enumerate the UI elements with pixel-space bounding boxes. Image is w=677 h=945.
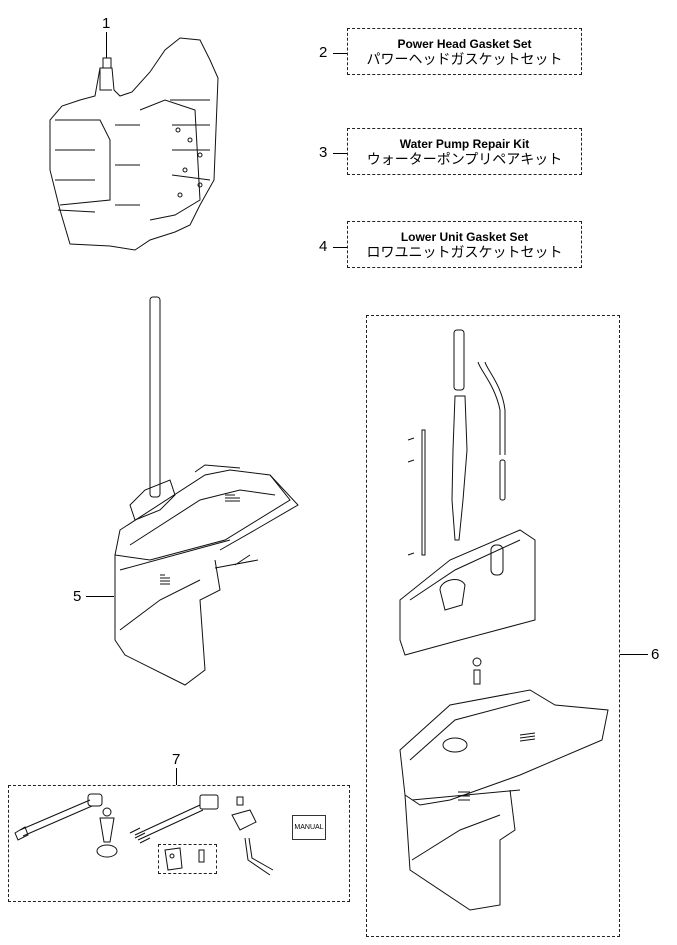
leader-line-5 xyxy=(86,596,114,597)
leader-line-2 xyxy=(333,53,347,54)
kit-power-head-gasket-set: Power Head Gasket Set パワーヘッドガスケットセット xyxy=(347,28,582,75)
accessory-kit-box xyxy=(8,785,350,902)
leader-line-1 xyxy=(106,32,107,58)
leader-line-4 xyxy=(333,247,347,248)
lower-unit-kit-box xyxy=(366,315,620,937)
callout-4: 4 xyxy=(319,238,328,255)
kit-water-pump-repair-kit: Water Pump Repair Kit ウォーターポンプリペアキット xyxy=(347,128,582,175)
power-head-illustration xyxy=(49,37,219,251)
callout-5: 5 xyxy=(73,588,82,605)
kit-name-en: Lower Unit Gasket Set xyxy=(400,230,529,244)
callout-3: 3 xyxy=(319,144,328,161)
bracket-sub-box xyxy=(158,844,217,874)
kit-name-jp: パワーヘッドガスケットセット xyxy=(366,52,563,68)
leader-line-6 xyxy=(620,654,648,655)
lower-unit-illustration xyxy=(114,296,299,686)
kit-name-jp: ウォーターポンプリペアキット xyxy=(366,152,563,168)
callout-7: 7 xyxy=(172,751,181,768)
callout-1: 1 xyxy=(102,15,111,32)
kit-name-en: Power Head Gasket Set xyxy=(397,37,532,51)
lower-unit-kit-illustration xyxy=(399,329,609,911)
callout-6: 6 xyxy=(651,646,660,663)
manual-booklet: MANUAL xyxy=(292,815,326,840)
kit-name-jp: ロワユニットガスケットセット xyxy=(366,245,563,261)
kit-lower-unit-gasket-set: Lower Unit Gasket Set ロワユニットガスケットセット xyxy=(347,221,582,268)
leader-line-3 xyxy=(333,153,347,154)
accessory-kit-illustration xyxy=(14,793,274,876)
kit-name-en: Water Pump Repair Kit xyxy=(399,137,530,151)
callout-2: 2 xyxy=(319,44,328,61)
leader-line-7 xyxy=(176,768,177,785)
